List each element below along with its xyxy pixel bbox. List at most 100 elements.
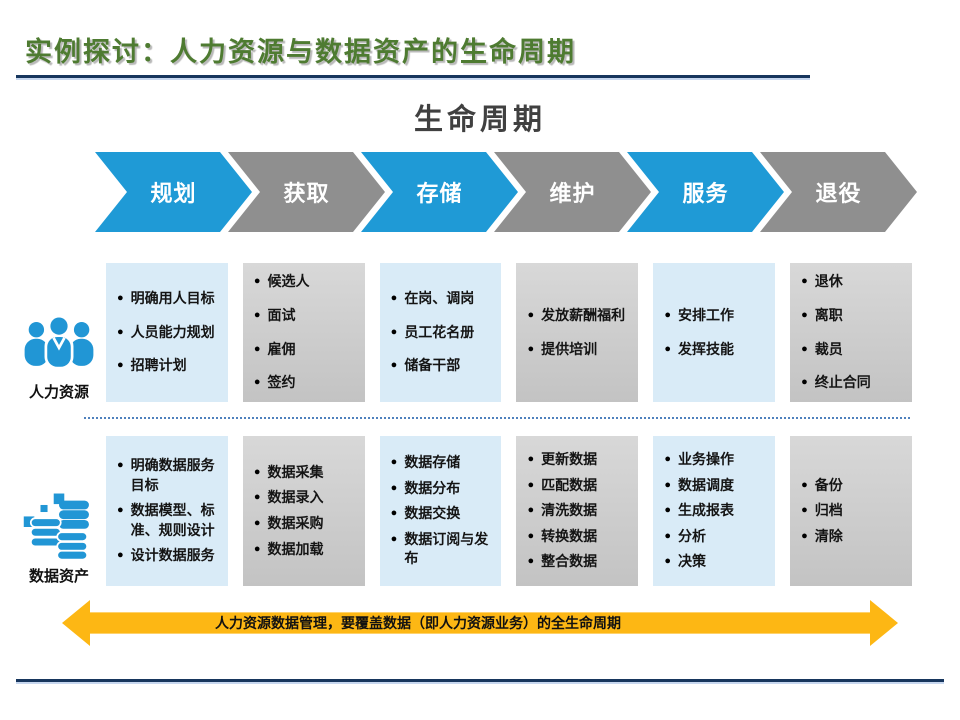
list-item: ● 清除 (796, 527, 908, 547)
bullet-icon: ● (253, 275, 261, 288)
data-row: 数据资产 ●明确数据服务目标●数据模型、标准、规则设计●设计数据服务●数据采集●… (0, 436, 960, 586)
list-item: ● 退休 (796, 272, 908, 292)
bullet-icon: ● (664, 308, 671, 321)
bullet-icon: ● (801, 529, 808, 542)
list-item: ●数据采购 (249, 514, 361, 534)
list-item: ● 备份 (796, 476, 908, 496)
database-icon (23, 493, 89, 561)
bullet-text: 雇佣 (267, 340, 296, 357)
stage-label: 规划 (150, 181, 197, 206)
bullet-icon: ● (253, 342, 261, 355)
list-item: ●安排工作 (659, 306, 771, 326)
bullet-text: 转换数据 (541, 527, 598, 544)
bullet-text: 储备干部 (404, 357, 461, 374)
stage-label: 维护 (549, 181, 596, 206)
list-item: ● 招聘计划 (112, 356, 224, 376)
content-box: ●更新数据●匹配数据●清洗数据●转换数据●整合数据 (516, 436, 639, 586)
hr-boxes: ●明确用人目标●人员能力规划●招聘计划●候选人●面试●雇佣●签约●在岗、调岗●员… (106, 263, 912, 402)
bullet-icon: ● (801, 504, 808, 517)
bullet-text: 数据订阅与发布 (404, 530, 489, 567)
bullet-text: 数据分布 (404, 479, 461, 496)
bottom-divider (16, 679, 944, 682)
bullet-icon: ● (390, 532, 398, 545)
bullet-icon: ● (801, 275, 808, 288)
bullet-text: 裁员 (814, 340, 843, 357)
list-item: ●在岗、调岗 (386, 289, 498, 309)
bullet-icon: ● (664, 478, 671, 491)
hr-row: 人力资源 ●明确用人目标●人员能力规划●招聘计划●候选人●面试●雇佣●签约●在岗… (0, 263, 960, 402)
list-item: ●员工花名册 (386, 323, 498, 343)
bullet-text: 生成报表 (677, 502, 734, 519)
list-item: ● 分析 (659, 527, 771, 547)
bullet-text: 招聘计划 (130, 357, 187, 374)
content-box: ●数据存储●数据分布●数据交换●数据订阅与发布 (379, 436, 502, 586)
bullet-text: 更新数据 (541, 451, 598, 468)
bullet-text: 数据模型、标准、规则设计 (130, 502, 215, 538)
bullet-text: 候选人 (267, 273, 310, 290)
title-divider (16, 75, 810, 78)
list-item: ● 发放薪酬福利 (522, 306, 634, 326)
bullet-icon: ● (664, 529, 671, 542)
bullet-text: 备份 (814, 476, 843, 493)
list-item: ●面试 (249, 306, 361, 326)
full-lifecycle-arrow-label: 人力资源数据管理，要覆盖数据（即人力资源业务）的全生命周期 (215, 615, 621, 631)
list-item: ●数据模型、标准、规则设计 (112, 501, 224, 540)
row-divider (84, 417, 910, 419)
list-item: ●整合数据 (522, 552, 634, 572)
bullet-icon: ● (527, 504, 535, 517)
bullet-icon: ● (253, 308, 261, 321)
bullet-icon: ● (527, 478, 535, 491)
content-box: ●备份●归档●清除 (790, 436, 912, 586)
content-box: ●退休●离职●裁员●终止合同 (790, 263, 912, 402)
data-boxes: ●明确数据服务目标●数据模型、标准、规则设计●设计数据服务●数据采集●数据录入●… (106, 436, 912, 586)
stage-label: 获取 (283, 181, 330, 206)
list-item: ●储备干部 (386, 356, 498, 376)
hr-icon-block: 人力资源 (14, 263, 104, 402)
lifecycle-stages: 规划获取存储维护服务退役 (95, 152, 917, 232)
bullet-text: 退休 (814, 273, 843, 290)
list-item: ●归档 (796, 501, 908, 521)
content-box: ●数据采集●数据录入●数据采购●数据加载 (242, 436, 365, 586)
stage-label: 退役 (815, 181, 862, 206)
full-lifecycle-arrow: 人力资源数据管理，要覆盖数据（即人力资源业务）的全生命周期 (62, 600, 898, 646)
bullet-text: 发放薪酬福利 (541, 306, 626, 323)
list-item: ●生成报表 (659, 501, 771, 521)
list-item: ● 裁员 (796, 340, 908, 360)
bullet-icon: ● (527, 308, 535, 321)
content-box: ●明确用人目标 ●人员能力规划 ● 招聘计划 (106, 263, 228, 402)
list-item: ●人员能力规划 (112, 323, 224, 343)
bullet-icon: ● (801, 308, 808, 321)
list-item: ●数据加载 (249, 540, 361, 560)
bullet-icon: ● (390, 481, 398, 494)
bullet-text: 业务操作 (677, 451, 734, 468)
list-item: ●提供培训 (522, 340, 634, 360)
content-box: ● 发放薪酬福利 ●提供培训 (516, 263, 639, 402)
stage-chevron: 服务 (627, 152, 784, 232)
bullet-text: 决策 (677, 553, 706, 570)
bullet-text: 清洗数据 (541, 502, 598, 519)
bullet-icon: ● (390, 325, 398, 338)
list-item: ●决策 (659, 552, 771, 572)
list-item: ●签约 (249, 373, 361, 393)
bullet-text: 明确用人目标 (130, 290, 215, 307)
list-item: ●明确数据服务目标 (112, 456, 224, 495)
list-item: ● 业务操作 (659, 450, 771, 470)
people-group-icon (24, 315, 94, 369)
bullet-icon: ● (801, 478, 808, 491)
bullet-icon: ● (664, 453, 671, 466)
bullet-text: 数据加载 (267, 540, 324, 557)
bullet-text: 数据采购 (267, 515, 324, 531)
row-label-hr: 人力资源 (28, 384, 89, 401)
bullet-text: 数据采集 (267, 463, 324, 480)
bullet-icon: ● (801, 342, 808, 355)
list-item: ●明确用人目标 (112, 289, 224, 309)
bullet-text: 数据调度 (677, 476, 734, 493)
bullet-text: 分析 (677, 527, 706, 544)
bullet-icon: ● (117, 359, 124, 372)
bullet-text: 匹配数据 (541, 476, 598, 493)
bullet-text: 离职 (814, 306, 843, 323)
bullet-text: 清除 (814, 527, 843, 544)
bullet-icon: ● (253, 491, 261, 504)
bullet-text: 明确数据服务目标 (130, 457, 215, 493)
